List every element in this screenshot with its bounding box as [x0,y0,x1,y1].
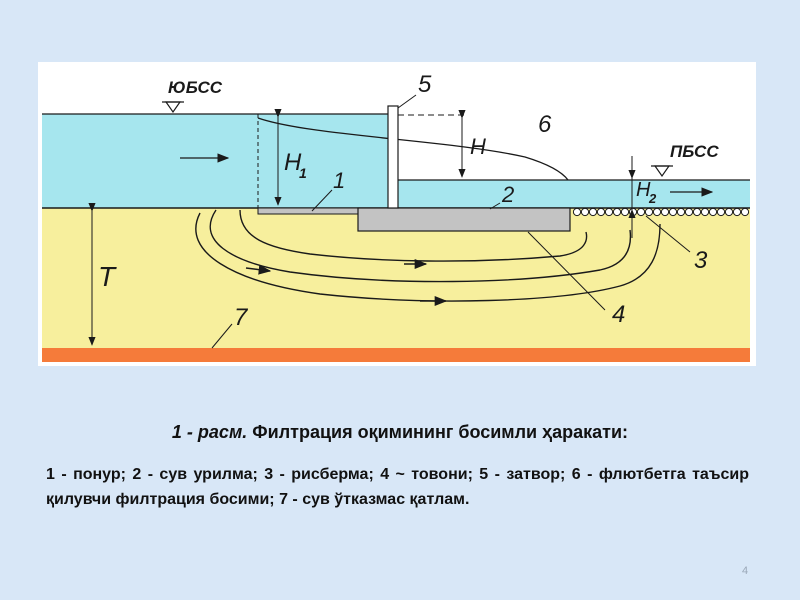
head-h2-label: H 2 [636,179,657,206]
figure-number: 1 - расм. [171,422,248,442]
upstream-water [42,114,388,208]
page-number: 4 [742,565,749,577]
upstream-level-label: ЮБСС [168,78,223,97]
impervious-layer [42,348,750,362]
downstream-water [398,180,750,208]
gate [387,105,399,209]
head-h1-label: H 1 [284,149,307,181]
seepage-line-3 [195,212,661,302]
downstream-level-label: ПБСС [670,142,719,161]
leader-2 [489,202,501,210]
depth-t-label: T [98,261,117,292]
label-6: 6 [538,111,552,138]
figure-title: Филтрация оқимининг босимли ҳаракати: [252,422,629,442]
ponur [257,207,359,215]
figure-caption: 1 - расм. Филтрация оқимининг босимли ҳа… [0,422,800,443]
label-7: 7 [234,304,249,331]
apron [357,207,571,232]
upstream-level-marker [162,101,184,114]
svg-text:H: H [636,179,651,201]
figure-legend: 1 - понур; 2 - сув урилма; 3 - рисберма;… [46,466,749,508]
leader-3 [645,215,691,253]
seepage-line-1 [239,209,588,262]
head-h-label: H [470,134,486,159]
label-2: 2 [501,182,514,207]
label-4: 4 [612,301,625,328]
svg-text:1: 1 [299,165,307,181]
filtration-diagram: ЮБСС ПБСС 5 6 1 2 3 4 7 H T H 1 H 2 [38,62,756,366]
leader-1 [311,189,333,212]
label-3: 3 [694,247,708,274]
pressure-envelope-curve [257,117,569,181]
leader-4 [527,231,606,311]
label-5: 5 [418,71,432,98]
downstream-level-marker [651,165,673,178]
leader-5 [397,94,417,109]
leader-7 [211,323,233,349]
label-1: 1 [333,168,345,193]
svg-text:2: 2 [648,191,657,206]
seepage-line-2 [209,209,632,283]
svg-text:H: H [284,149,302,176]
riprap [572,207,750,217]
seepage-arrow [245,264,272,275]
